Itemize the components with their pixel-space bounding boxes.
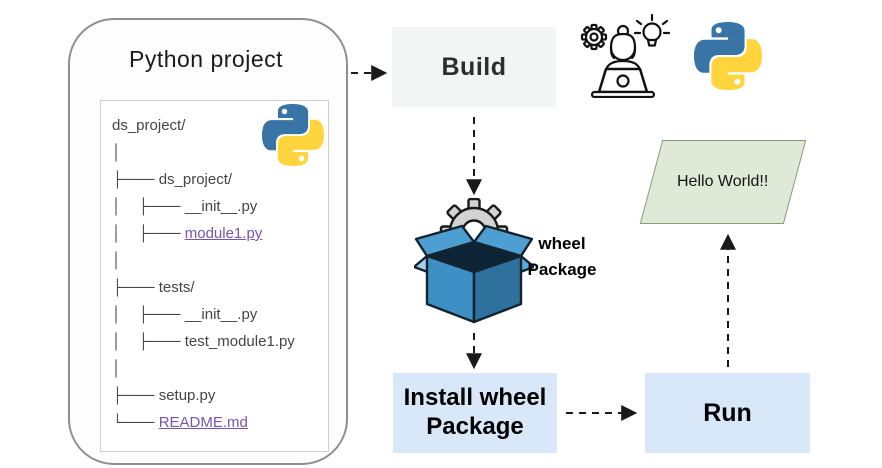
file-name: test_module1.py [184, 333, 295, 350]
python-logo-large [694, 22, 762, 90]
developer-at-laptop-icon [580, 13, 670, 98]
tree-line: ├─── setup.py [112, 382, 295, 409]
file-name: setup.py [158, 387, 216, 404]
tree-branch: └─── [112, 414, 159, 431]
gear-outline-icon [580, 23, 608, 51]
tree-line: ds_project/ [112, 112, 295, 139]
tree-line: │ ├─── test_module1.py [112, 328, 295, 355]
open-box-with-gear-icon [414, 198, 534, 324]
build-step-box: Build [392, 27, 556, 107]
build-step-label: Build [441, 52, 507, 81]
tree-line: │ [112, 247, 295, 274]
file-name: tests/ [158, 279, 195, 296]
tree-branch: │ [112, 144, 122, 161]
install-wheel-label: Install wheel Package [403, 384, 547, 440]
tree-line: │ ├─── __init__.py [112, 301, 295, 328]
tree-line: │ [112, 355, 295, 382]
file-name: ds_project/ [158, 171, 233, 188]
tree-branch: │ ├─── [112, 198, 185, 215]
tree-branch: │ ├─── [112, 225, 185, 242]
file-link[interactable]: README.md [158, 414, 248, 431]
tree-line: │ ├─── __init__.py [112, 193, 295, 220]
tree-line: ├─── ds_project/ [112, 166, 295, 193]
tree-branch: ├─── [112, 171, 159, 188]
tree-branch: ├─── [112, 279, 159, 296]
tree-line: │ ├─── module1.py [112, 220, 295, 247]
file-tree: ds_project/│├─── ds_project/│ ├─── __ini… [112, 112, 295, 436]
lightbulb-icon [633, 13, 670, 47]
project-title: Python project [128, 46, 284, 72]
tree-line: │ [112, 139, 295, 166]
tree-line: ├─── tests/ [112, 274, 295, 301]
laptop-icon [590, 67, 656, 98]
output-parallelogram: Hello World!! [639, 140, 807, 224]
python-logo-small [262, 104, 324, 166]
wheel-package-label: wheel Package [527, 234, 597, 279]
install-wheel-box: Install wheel Package [393, 373, 557, 453]
file-name: __init__.py [184, 198, 258, 215]
run-box: Run [645, 373, 810, 453]
file-name: __init__.py [184, 306, 258, 323]
tree-branch: │ ├─── [112, 306, 185, 323]
output-text: Hello World!! [677, 173, 769, 190]
file-link[interactable]: module1.py [184, 225, 263, 242]
output-shape: Hello World!! [639, 140, 807, 224]
file-name: ds_project/ [112, 117, 186, 134]
open-box-icon [414, 224, 534, 324]
tree-branch: │ [112, 252, 122, 269]
run-label: Run [703, 398, 752, 427]
tree-branch: │ [112, 360, 122, 377]
tree-branch: ├─── [112, 387, 159, 404]
tree-branch: │ ├─── [112, 333, 185, 350]
tree-line: └─── README.md [112, 409, 295, 436]
